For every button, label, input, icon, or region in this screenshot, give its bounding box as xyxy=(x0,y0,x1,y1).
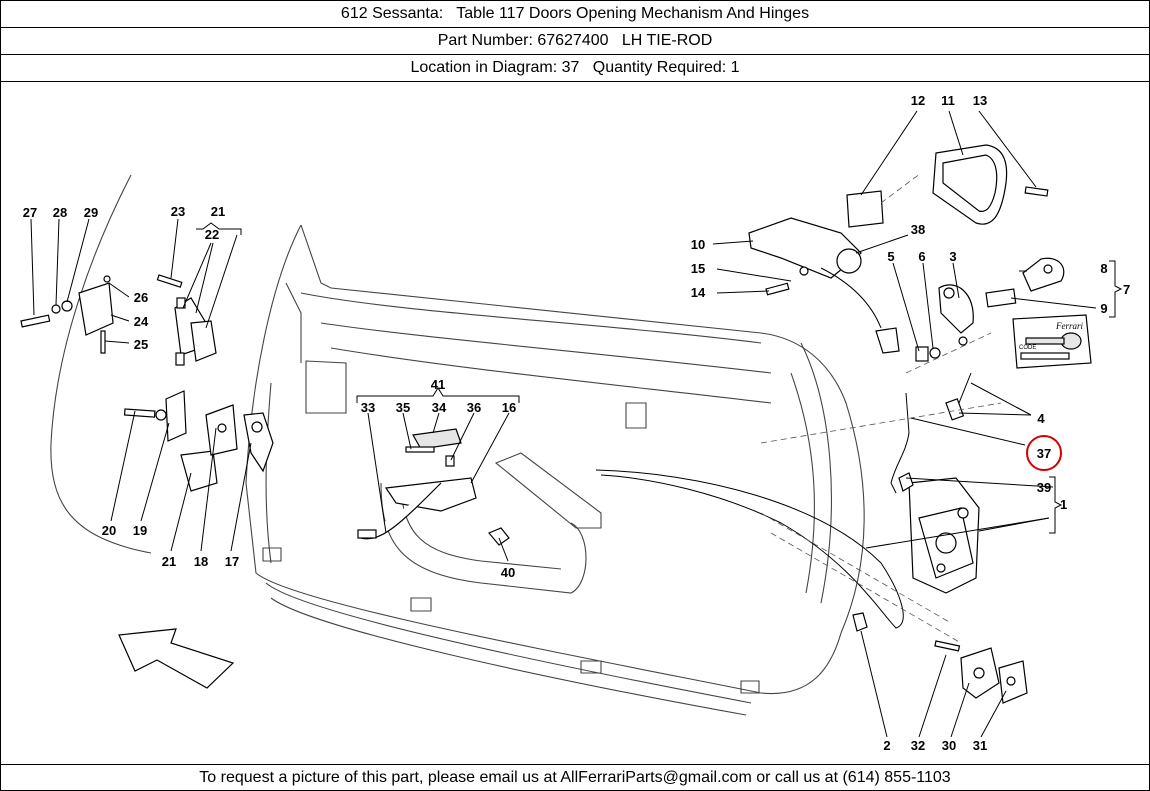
callout-36[interactable]: 36 xyxy=(467,400,481,415)
callout-11[interactable]: 11 xyxy=(941,93,955,108)
door-latch-group xyxy=(852,472,980,632)
contact-text: To request a picture of this part, pleas… xyxy=(199,769,951,786)
callout-28[interactable]: 28 xyxy=(53,205,67,220)
part-number-text: Part Number: 67627400 LH TIE-ROD xyxy=(437,32,713,49)
callout-23[interactable]: 23 xyxy=(171,204,185,219)
bracket-21 xyxy=(196,222,242,235)
callout-21-upper[interactable]: 21 xyxy=(211,204,225,219)
callout-4[interactable]: 4 xyxy=(1037,411,1045,426)
callout-5[interactable]: 5 xyxy=(887,249,894,264)
bracket-1 xyxy=(1049,476,1063,534)
callout-2[interactable]: 2 xyxy=(883,738,890,753)
outer-handle-group xyxy=(748,144,1049,354)
callout-21-lower[interactable]: 21 xyxy=(162,554,176,569)
page-title: 612 Sessanta: Table 117 Doors Opening Me… xyxy=(340,5,810,22)
key-card-brand: Ferrari xyxy=(1055,321,1083,331)
callout-14[interactable]: 14 xyxy=(691,285,706,300)
callout-31[interactable]: 31 xyxy=(973,738,987,753)
key-code-card: Ferrari CODE xyxy=(1012,314,1092,369)
parts-diagram: Ferrari CODE xyxy=(1,83,1149,763)
callout-33[interactable]: 33 xyxy=(361,400,375,415)
callout-19[interactable]: 19 xyxy=(133,523,147,538)
release-cable xyxy=(595,469,904,629)
callout-18[interactable]: 18 xyxy=(194,554,208,569)
tie-rod xyxy=(890,392,910,494)
callout-38[interactable]: 38 xyxy=(911,222,925,237)
key-card-code-label: CODE xyxy=(1019,345,1036,351)
callout-labels: 1 2 3 4 5 6 7 8 9 10 11 12 13 14 15 16 1… xyxy=(23,93,1130,753)
diagram-canvas: Ferrari CODE xyxy=(20,93,1130,753)
lock-cylinder-group xyxy=(915,257,1065,421)
lower-hinge-group xyxy=(123,390,274,492)
striker-group xyxy=(934,640,1028,704)
callout-26[interactable]: 26 xyxy=(134,290,148,305)
callout-37[interactable]: 37 xyxy=(1037,446,1051,461)
callout-20[interactable]: 20 xyxy=(102,523,116,538)
callout-3[interactable]: 3 xyxy=(949,249,956,264)
callout-32[interactable]: 32 xyxy=(911,738,925,753)
callout-39[interactable]: 39 xyxy=(1037,480,1051,495)
callout-15[interactable]: 15 xyxy=(691,261,705,276)
callout-35[interactable]: 35 xyxy=(396,400,410,415)
callout-41[interactable]: 41 xyxy=(431,377,445,392)
bracket-41 xyxy=(356,387,520,403)
callout-25[interactable]: 25 xyxy=(134,337,148,352)
part-number-bar: Part Number: 67627400 LH TIE-ROD xyxy=(1,28,1149,55)
callout-1[interactable]: 1 xyxy=(1060,497,1067,512)
inner-handle-group xyxy=(357,428,510,546)
callout-7[interactable]: 7 xyxy=(1123,282,1130,297)
location-bar: Location in Diagram: 37 Quantity Require… xyxy=(1,55,1149,82)
callout-34[interactable]: 34 xyxy=(432,400,447,415)
callout-10[interactable]: 10 xyxy=(691,237,705,252)
callout-16[interactable]: 16 xyxy=(502,400,516,415)
callout-40[interactable]: 40 xyxy=(501,565,515,580)
bracket-7 xyxy=(1109,260,1123,318)
callout-27[interactable]: 27 xyxy=(23,205,37,220)
highlight-circle-37 xyxy=(1026,435,1062,471)
callout-6[interactable]: 6 xyxy=(918,249,925,264)
upper-hinge-group xyxy=(20,274,217,366)
callout-24[interactable]: 24 xyxy=(134,314,149,329)
callout-17[interactable]: 17 xyxy=(225,554,239,569)
contact-footer: To request a picture of this part, pleas… xyxy=(1,764,1149,791)
callout-29[interactable]: 29 xyxy=(84,205,98,220)
callout-9[interactable]: 9 xyxy=(1100,301,1107,316)
title-bar: 612 Sessanta: Table 117 Doors Opening Me… xyxy=(1,1,1149,28)
location-text: Location in Diagram: 37 Quantity Require… xyxy=(410,59,740,76)
callout-12[interactable]: 12 xyxy=(911,93,925,108)
direction-arrow xyxy=(118,628,235,689)
callout-22[interactable]: 22 xyxy=(205,227,219,242)
callout-8[interactable]: 8 xyxy=(1100,261,1107,276)
leader-lines xyxy=(30,110,1097,738)
door-panel xyxy=(50,174,865,716)
callout-13[interactable]: 13 xyxy=(973,93,987,108)
callout-30[interactable]: 30 xyxy=(942,738,956,753)
